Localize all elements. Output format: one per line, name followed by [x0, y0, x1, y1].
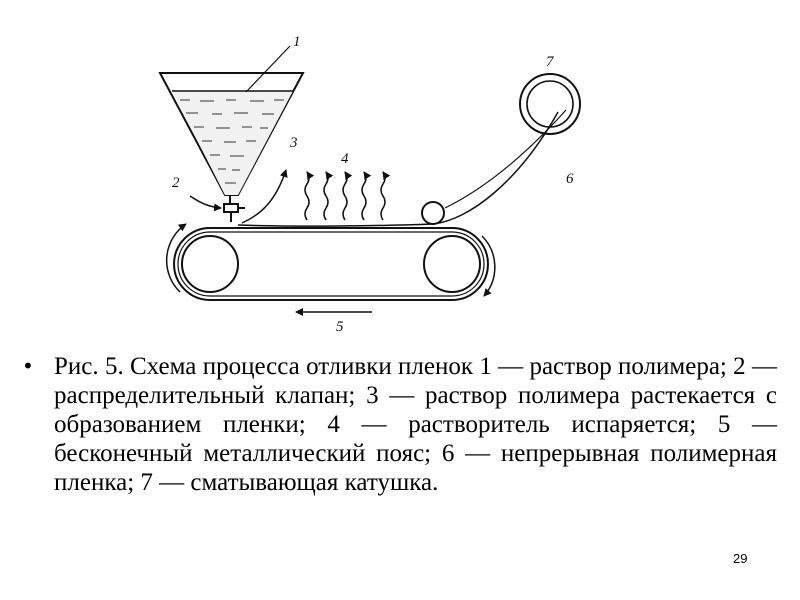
polymer-solution [180, 99, 284, 184]
label-7: 7 [546, 54, 555, 70]
polymer-film [237, 111, 559, 227]
right-rotation-arrow [481, 235, 496, 297]
spreading-arrow [241, 169, 288, 224]
casting-process-diagram: 1 2 3 4 5 6 7 [158, 34, 581, 335]
caption-text: Рис. 5. Схема процесса отливки пленок 1 … [54, 353, 777, 496]
distribution-valve [189, 195, 245, 222]
evaporation-arrows [304, 171, 391, 221]
polymer-film-edge [444, 109, 567, 209]
figure-caption: • Рис. 5. Схема процесса отливки пленок … [22, 352, 777, 497]
left-drum [181, 235, 239, 293]
hopper [158, 45, 305, 196]
label-6: 6 [566, 171, 574, 187]
label-2: 2 [172, 175, 180, 191]
label-1: 1 [293, 34, 301, 50]
page-number: 29 [733, 551, 748, 566]
label-4: 4 [341, 151, 349, 167]
bullet: • [22, 354, 34, 378]
left-rotation-arrow [165, 223, 187, 293]
label-3: 3 [289, 135, 298, 151]
guide-roller [421, 201, 445, 225]
endless-metal-belt [165, 223, 496, 316]
label-5: 5 [336, 319, 344, 335]
right-drum [423, 235, 481, 293]
take-up-reel [519, 73, 581, 135]
